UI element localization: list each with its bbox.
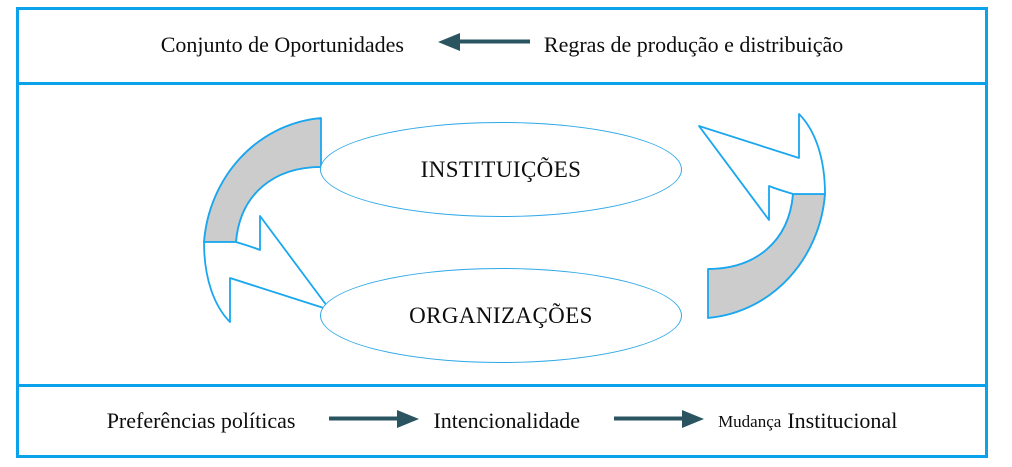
left-arrow-icon: [437, 32, 530, 57]
node-organizations[interactable]: ORGANIZAÇÕES: [320, 268, 682, 363]
diagram-outer-frame: [16, 7, 988, 458]
production-distribution-rules-label: Regras de produção e distribuição: [543, 31, 844, 57]
curved-arrow-right: [692, 110, 827, 331]
institutional-change-label-part1: Mudança: [718, 411, 782, 431]
node-organizations-label: ORGANIZAÇÕES: [409, 303, 593, 328]
intentionality-label: Intencionalidade: [433, 408, 581, 433]
cycle-diagram: INSTITUIÇÕES ORGANIZAÇÕES: [16, 85, 988, 384]
top-row: Conjunto de Oportunidades Regras de prod…: [16, 7, 988, 82]
divider-top: [16, 82, 988, 85]
node-institutions[interactable]: INSTITUIÇÕES: [320, 122, 682, 217]
middle-row: INSTITUIÇÕES ORGANIZAÇÕES: [16, 85, 988, 384]
political-preferences-label: Preferências políticas: [106, 408, 296, 433]
top-row-content: Conjunto de Oportunidades Regras de prod…: [160, 31, 844, 57]
divider-bottom: [16, 384, 988, 387]
right-arrow-icon-2: [614, 409, 705, 434]
institutional-change-label-part2: Institucional: [787, 408, 898, 433]
bottom-row-content: Preferências políticas Intencionalidade …: [106, 408, 898, 434]
opportunity-set-label: Conjunto de Oportunidades: [160, 31, 404, 57]
right-arrow-icon-1: [329, 409, 420, 434]
curved-arrow-left: [202, 110, 337, 331]
node-institutions-label: INSTITUIÇÕES: [420, 157, 582, 182]
bottom-row: Preferências políticas Intencionalidade …: [16, 384, 988, 458]
